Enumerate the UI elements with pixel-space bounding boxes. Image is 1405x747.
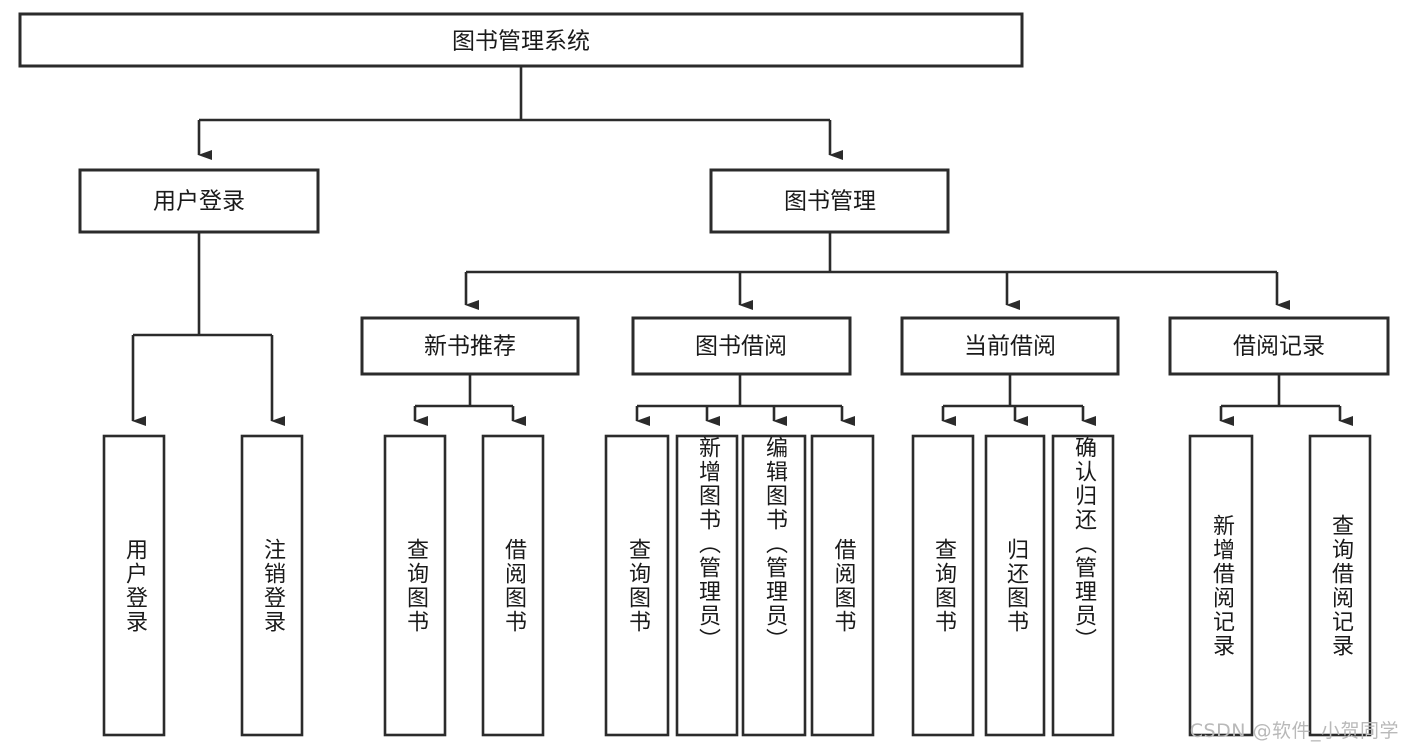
new-book-rec-label: 新书推荐 [424, 334, 516, 360]
leaf-box-rec-query2[interactable] [1308, 434, 1372, 737]
current-borrow-label: 当前借阅 [964, 334, 1056, 360]
new-book-rec-box[interactable] [360, 316, 580, 376]
leaf-box-cur-confirm[interactable] [1051, 434, 1115, 737]
leaf-box-rec-borrow[interactable] [481, 434, 545, 737]
node-book-borrow[interactable]: 图书借阅 [631, 316, 852, 376]
leaf-box-cur-query[interactable] [911, 434, 975, 737]
book-borrow-label: 图书借阅 [695, 334, 787, 360]
leaf-box-borrow-edit[interactable] [741, 434, 807, 737]
book-manage-label: 图书管理 [784, 189, 876, 215]
leaf-box-rec-add[interactable] [1188, 434, 1254, 737]
leaf-box-borrow-query[interactable] [604, 434, 670, 737]
leaf-box-borrow-add[interactable] [675, 434, 739, 737]
root-box[interactable] [18, 12, 1024, 68]
user-login-label: 用户登录 [153, 189, 245, 215]
node-user-login[interactable]: 用户登录 [78, 168, 320, 234]
node-borrow-record[interactable]: 借阅记录 [1168, 316, 1390, 376]
leaf-box-layer [102, 434, 1372, 737]
book-manage-box[interactable] [709, 168, 950, 234]
book-borrow-box[interactable] [631, 316, 852, 376]
csdn-watermark: CSDN @软件_小贺同学 [1189, 720, 1399, 742]
leaf-box-user-logout[interactable] [240, 434, 304, 737]
root-label: 图书管理系统 [452, 29, 590, 55]
node-book-manage[interactable]: 图书管理 [709, 168, 950, 234]
current-borrow-box[interactable] [900, 316, 1120, 376]
leaf-box-rec-query[interactable] [383, 434, 447, 737]
node-new-book-rec[interactable]: 新书推荐 [360, 316, 580, 376]
node-root[interactable]: 图书管理系统 [18, 12, 1024, 68]
connector-layer [131, 66, 1353, 426]
leaf-box-borrow-lend[interactable] [810, 434, 875, 737]
leaf-box-user-login[interactable] [102, 434, 166, 737]
borrow-record-box[interactable] [1168, 316, 1390, 376]
user-login-box[interactable] [78, 168, 320, 234]
node-current-borrow[interactable]: 当前借阅 [900, 316, 1120, 376]
borrow-record-label: 借阅记录 [1233, 334, 1325, 360]
leaf-box-cur-return[interactable] [984, 434, 1046, 737]
